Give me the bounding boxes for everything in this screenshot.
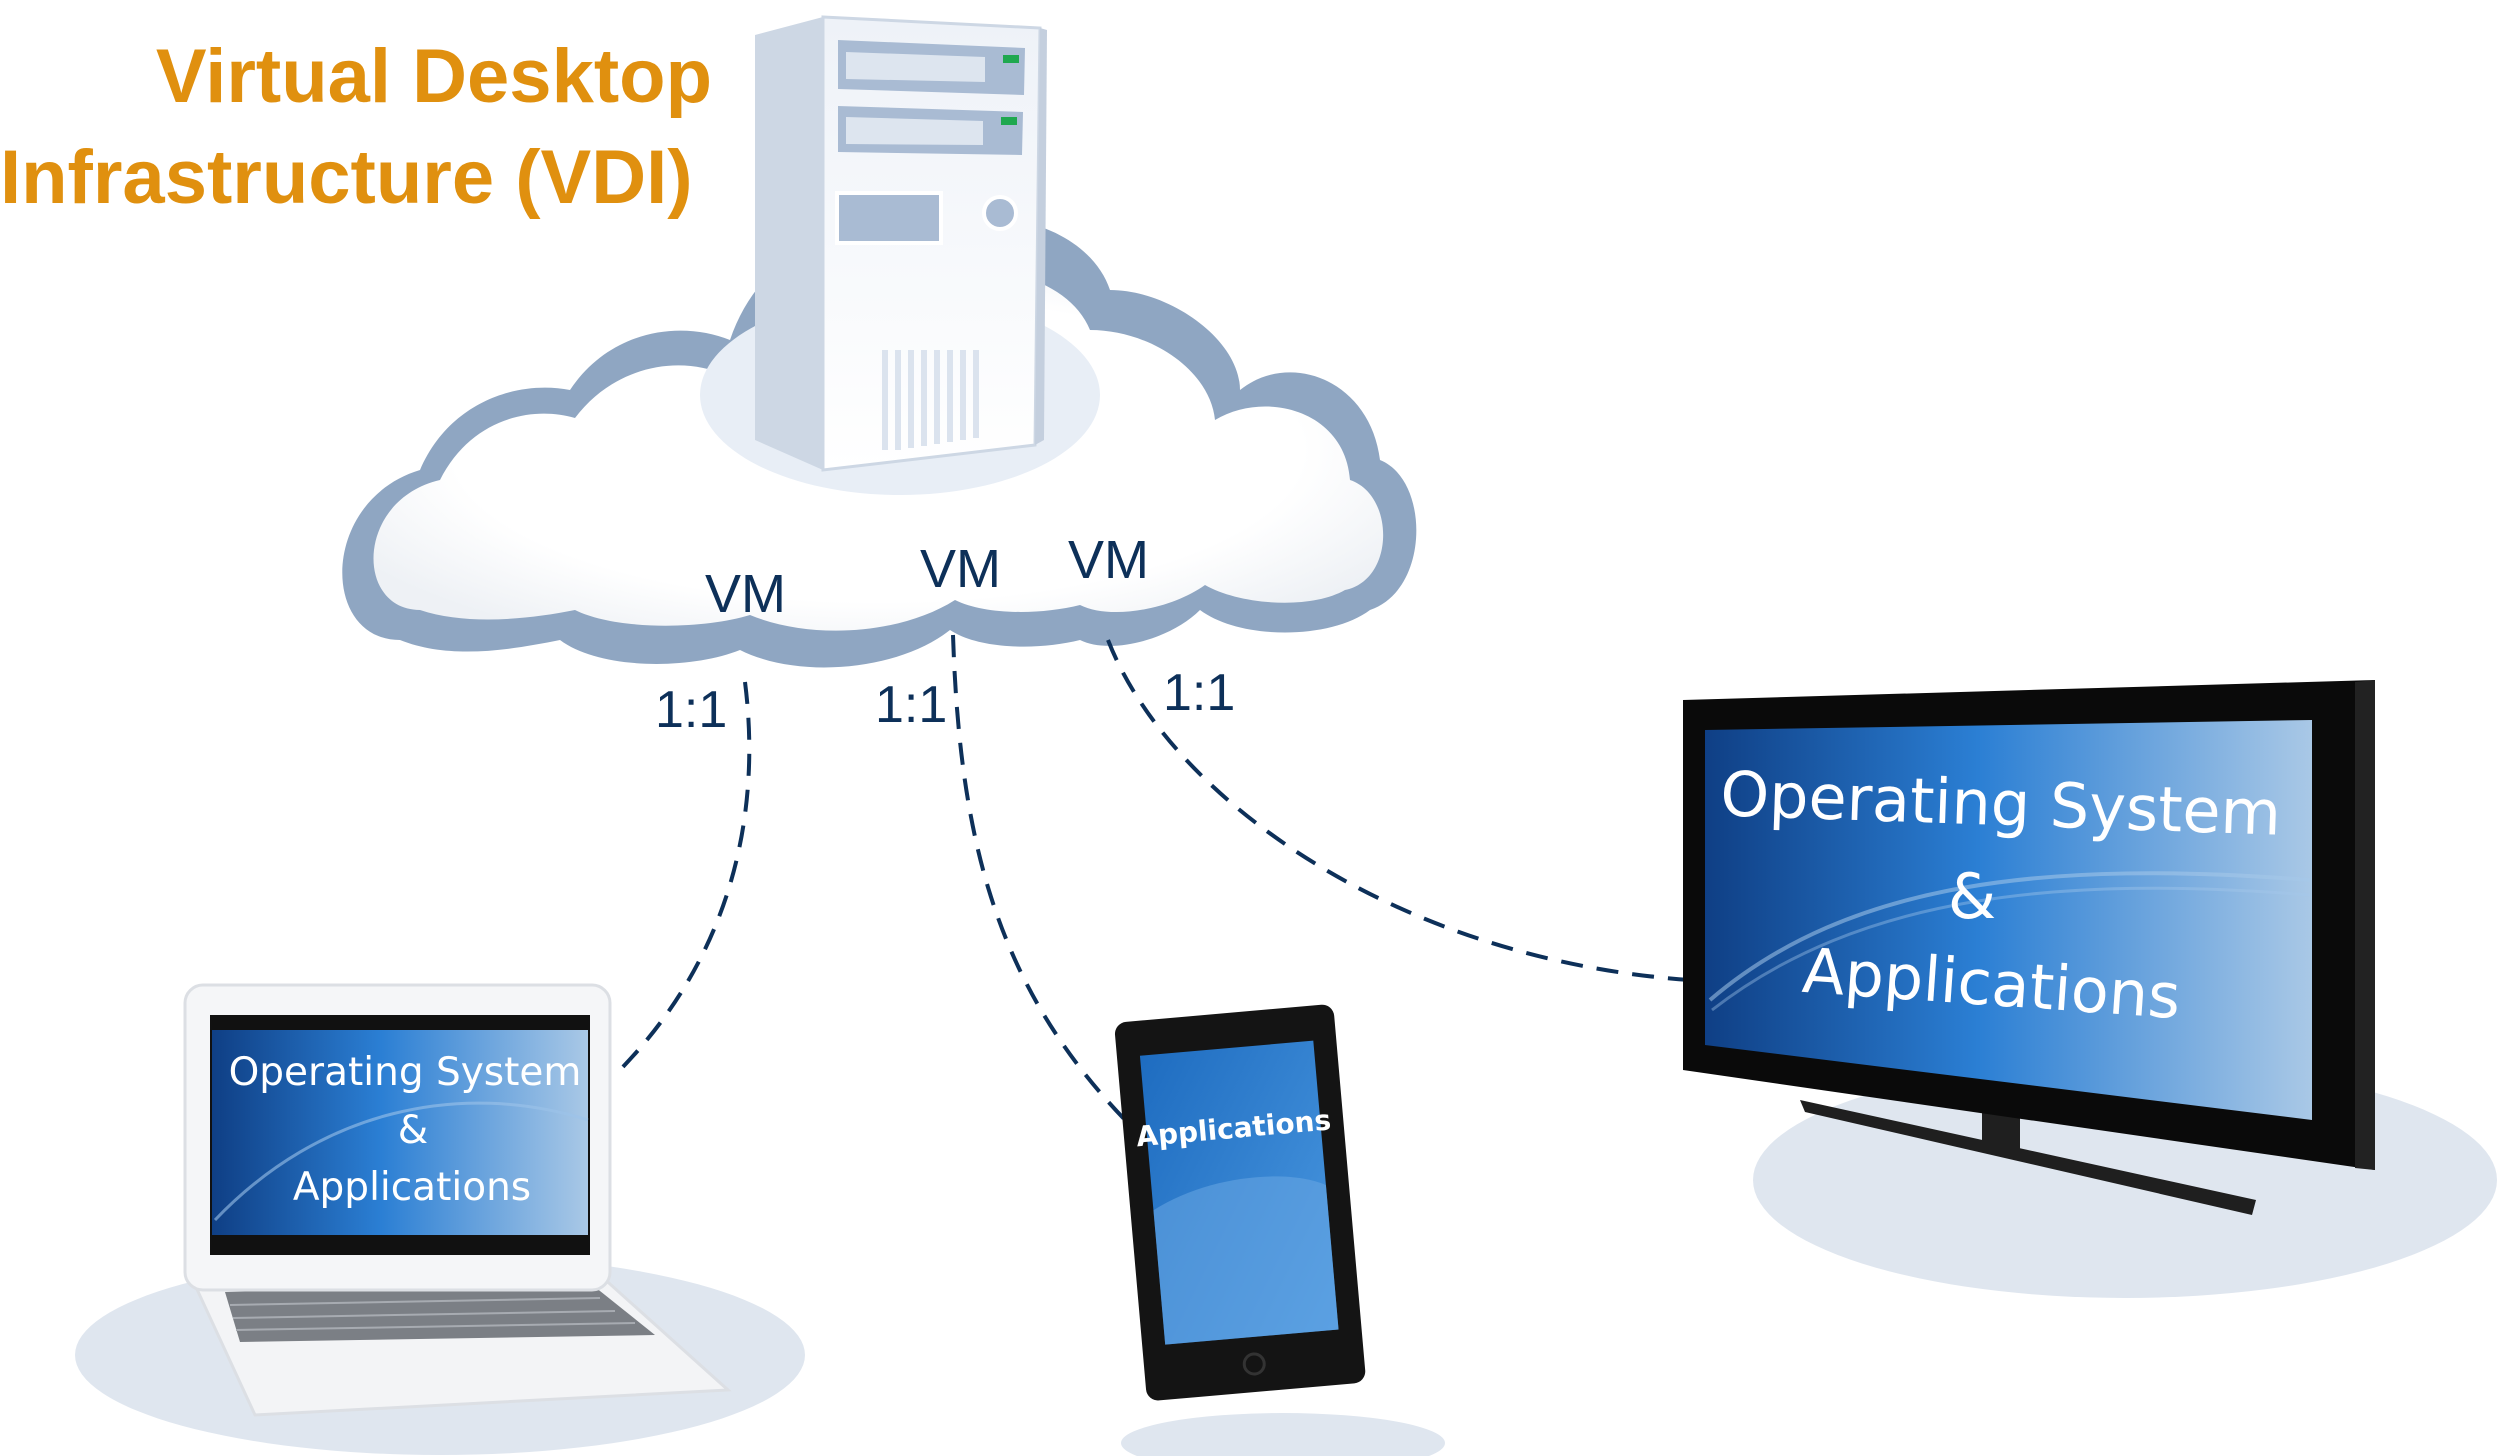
tablet-shadow [1121,1413,1445,1456]
connection-line-laptop [613,681,752,1077]
vent-grille [882,350,979,450]
status-led-2 [1001,117,1017,125]
vm-label-2: VM [920,539,1001,599]
tv-screen-line-2: & [1948,860,1996,933]
laptop-keyboard [225,1283,655,1342]
laptop-icon: Operating System & Applications [75,983,805,1455]
connections: 1:1 1:1 1:1 [613,634,1691,1142]
vm-label-3: VM [1068,530,1149,590]
ratio-label-laptop: 1:1 [655,681,727,739]
server-tower-icon [755,15,1047,472]
tv-stand-base [1800,1100,2256,1215]
connection-line-tv [1106,639,1691,982]
ratio-label-tablet: 1:1 [875,676,947,734]
laptop-screen-line-2: & [398,1108,428,1153]
status-led-1 [1003,55,1019,63]
tv-screen [1705,720,2312,1120]
laptop-screen [212,1030,588,1235]
tablet-home-button [1242,1352,1266,1376]
title-line-1: Virtual Desktop [156,34,712,119]
tv-side [2355,680,2375,1170]
diagram-title: Virtual Desktop Infrastructure (VDI) [0,34,712,220]
ratio-label-tv: 1:1 [1163,664,1235,722]
tablet-icon: Applications [1114,1004,1445,1456]
tv-monitor-icon: Operating System & Applications [1683,680,2497,1298]
connection-line-tablet [951,634,1147,1142]
title-line-2: Infrastructure (VDI) [0,135,693,220]
power-button [982,195,1018,231]
laptop-screen-line-1: Operating System [229,1050,582,1095]
vm-label-1: VM [705,564,786,624]
laptop-screen-line-3: Applications [293,1165,531,1210]
